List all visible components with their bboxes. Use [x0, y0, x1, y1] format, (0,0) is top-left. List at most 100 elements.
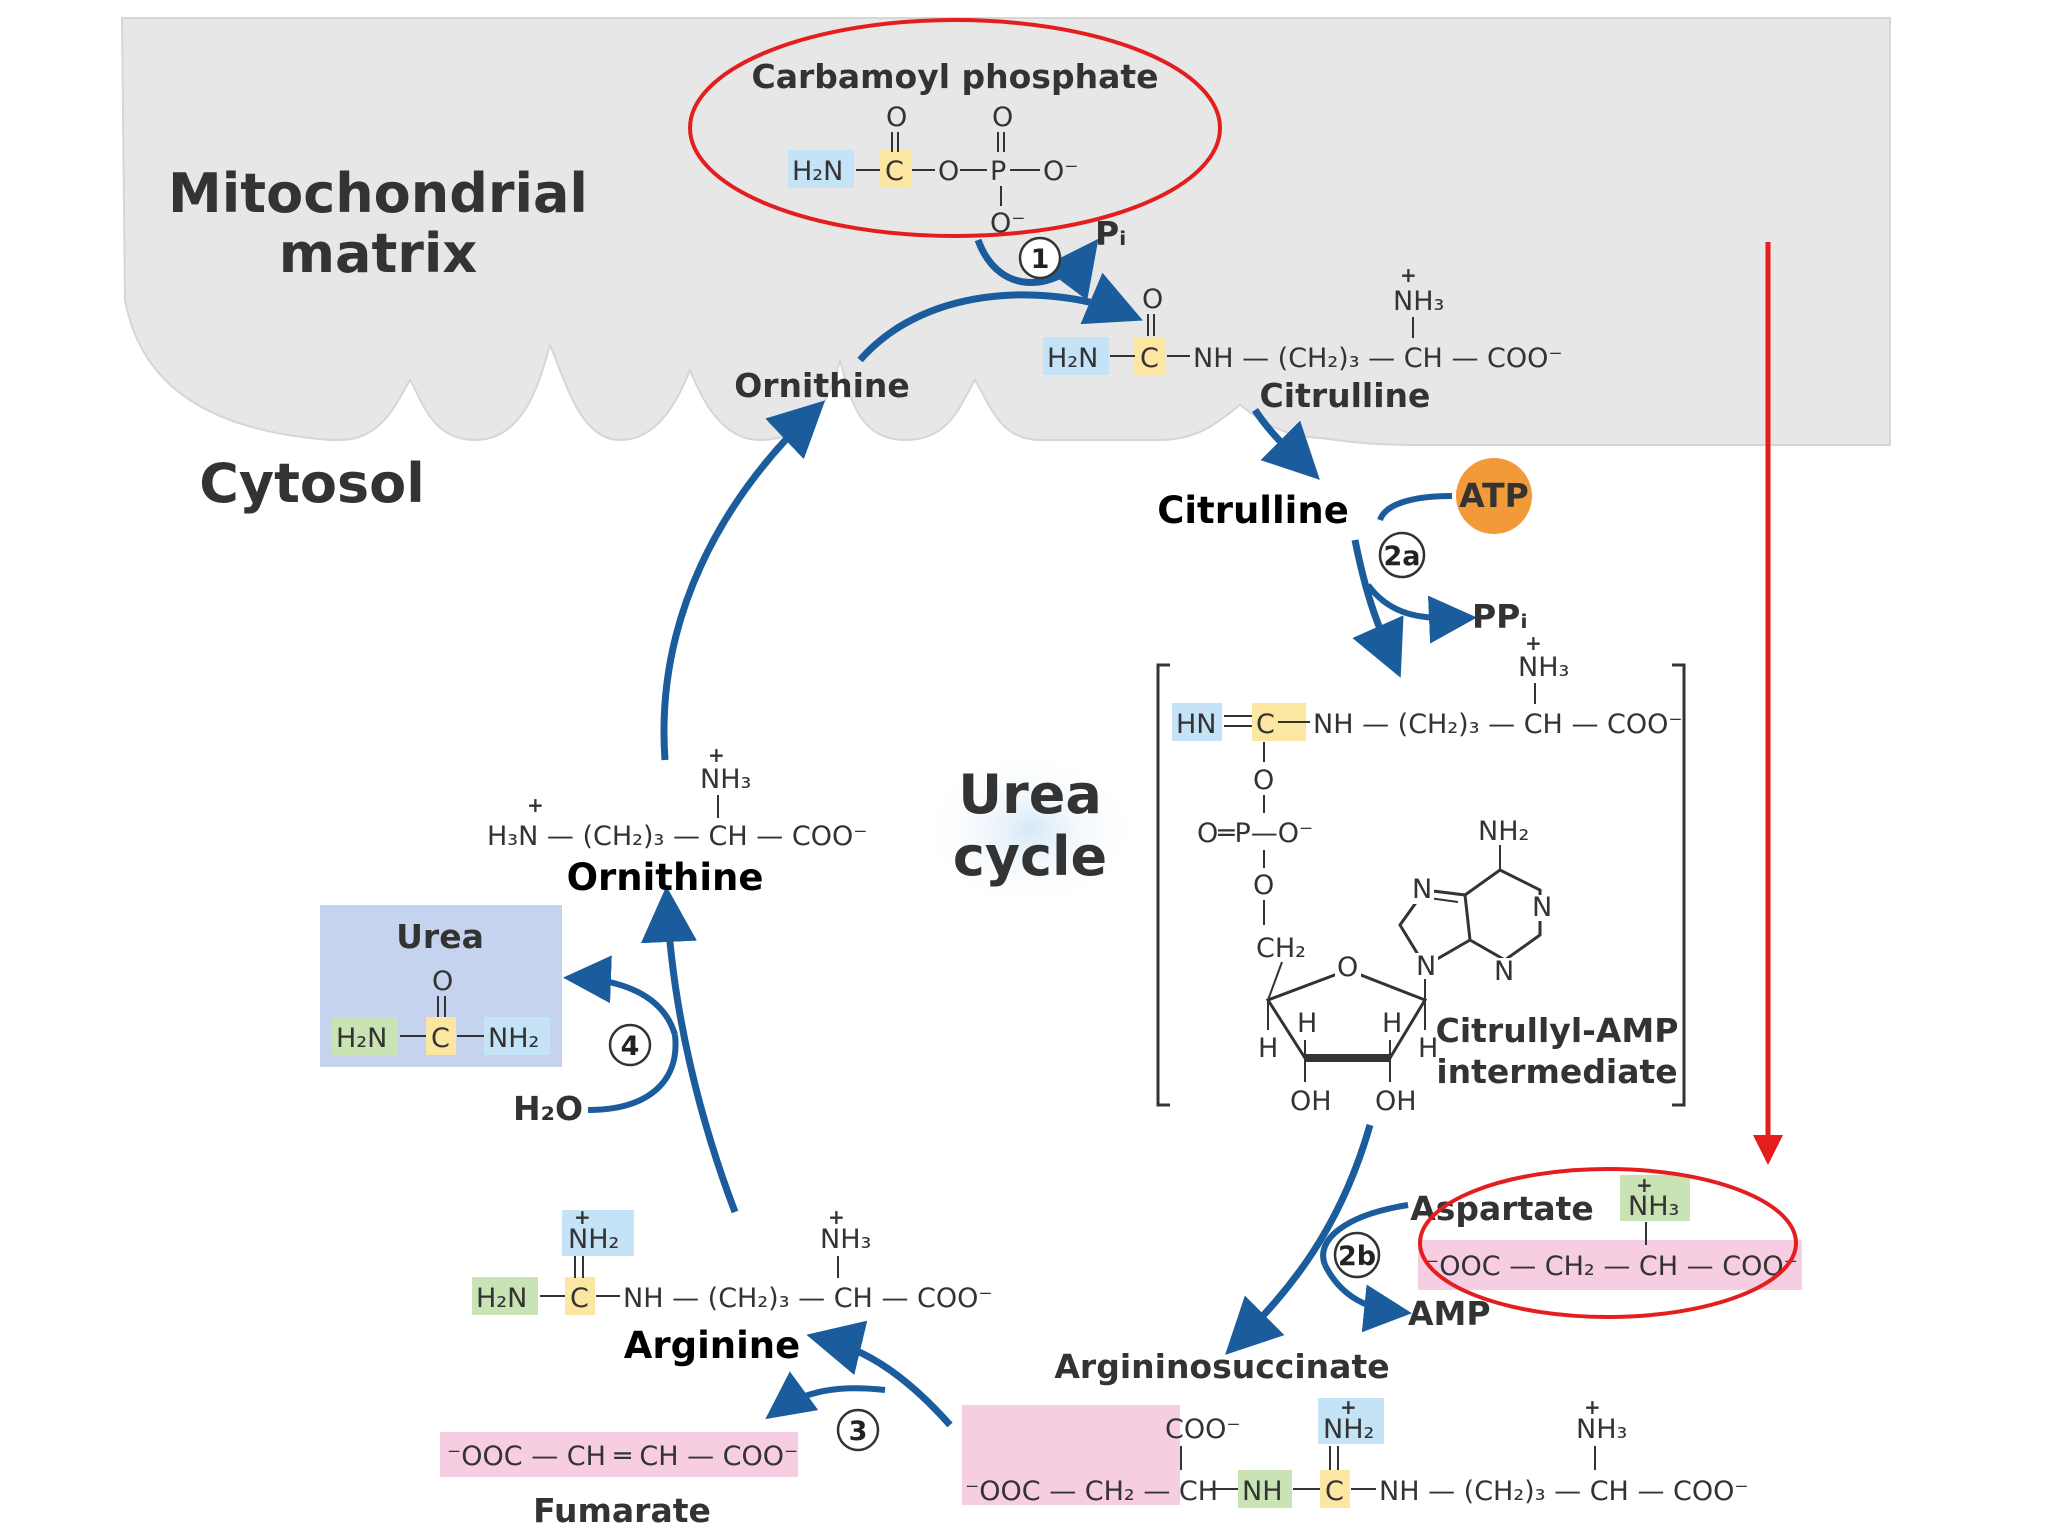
region-cycle-line2: cycle [953, 825, 1107, 888]
citrulline-matrix-label: Citrulline [1260, 376, 1431, 415]
citrulline-to-intermediate-arrow [1351, 539, 1404, 678]
svg-text:+: + [574, 1205, 591, 1229]
atp-input-arrow [1377, 493, 1453, 522]
citrulline-o: O [1142, 284, 1163, 315]
step1-arrow [974, 238, 1099, 301]
svg-text:+: + [527, 793, 544, 817]
intermediate-to-argininosuccinate-arrow [1225, 1124, 1374, 1355]
arginine-chain: NH — (CH₂)₃ — CH — COO⁻ [623, 1283, 993, 1314]
argininosuccinate-right: NH — (CH₂)₃ — CH — COO⁻ [1379, 1476, 1749, 1507]
intermediate-nh3: NH₃ [1518, 652, 1569, 683]
ppi-output-arrow [1365, 583, 1477, 644]
svg-text:+: + [1340, 1395, 1357, 1419]
argininosuccinate-label: Argininosuccinate [1054, 1347, 1389, 1386]
citrulline-cytosol-label: Citrulline [1157, 489, 1349, 532]
urea-h2n: H₂N [336, 1023, 387, 1054]
argininosuccinate-to-arginine-arrow [806, 1320, 953, 1428]
svg-text:+: + [1525, 631, 1542, 655]
region-matrix-line2: matrix [279, 222, 478, 285]
intermediate-hn: HN [1176, 709, 1217, 740]
aspartate-formula: ⁻OOC — CH₂ — CH — COO⁻ [1425, 1251, 1798, 1282]
intermediate-phosphate: O═P—O⁻ [1197, 818, 1313, 849]
svg-text:+: + [1400, 263, 1417, 287]
ribose-oh2: OH [1375, 1086, 1417, 1117]
argininosuccinate-nh2: NH₂ [1323, 1414, 1374, 1445]
argininosuccinate-nh3: NH₃ [1576, 1414, 1627, 1445]
ribose-h3: H [1258, 1033, 1278, 1064]
region-cycle-line1: Urea [958, 763, 1102, 826]
svg-text:+: + [1636, 1173, 1653, 1197]
fumarate-output-arrow [765, 1371, 886, 1420]
atp-label: ATP [1459, 476, 1529, 515]
ppi-label: PPᵢ [1472, 597, 1528, 636]
arginine-to-ornithine-arrow [640, 886, 739, 1214]
urea-label: Urea [396, 917, 484, 956]
urea-o: O [432, 966, 453, 997]
ornithine-to-citrulline-arrow [857, 272, 1143, 363]
arginine-h2n: H₂N [476, 1283, 527, 1314]
citrulline-c: C [1140, 343, 1159, 374]
highlight-carbamoyl-phosphate [688, 18, 1222, 238]
citrulline-transport-arrow [1252, 408, 1320, 480]
carbamoyl-p: P [990, 156, 1006, 187]
arginine-label: Arginine [624, 1324, 801, 1367]
ornithine-transport-arrow [660, 400, 826, 761]
ribose-oh1: OH [1290, 1086, 1332, 1117]
fumarate-formula: ⁻OOC — CH ═ CH — COO⁻ [447, 1441, 798, 1472]
amp-label: AMP [1408, 1294, 1491, 1333]
step-4-number: 4 [621, 1031, 640, 1062]
ornithine-matrix-label: Ornithine [734, 366, 910, 405]
argininosuccinate-c: C [1325, 1476, 1344, 1507]
arginine-c: C [570, 1283, 589, 1314]
adenine-n7: N [1412, 874, 1432, 905]
svg-text:+: + [828, 1205, 845, 1229]
water-input-arrow [587, 1034, 679, 1113]
carbamoyl-o-bridge: O [938, 156, 959, 187]
ribose-o: O [1337, 952, 1358, 983]
atp-badge [1456, 458, 1532, 534]
step-2a-number: 2a [1383, 541, 1420, 572]
intermediate-chain: NH — (CH₂)₃ — CH — COO⁻ [1313, 709, 1683, 740]
urea-c: C [431, 1023, 450, 1054]
ribose-h1: H [1297, 1008, 1317, 1039]
ribose-h2: H [1382, 1008, 1402, 1039]
pi-label: Pᵢ [1095, 214, 1126, 253]
water-label: H₂O [513, 1089, 583, 1128]
step-1-number: 1 [1031, 244, 1050, 275]
adenine-n1: N [1532, 892, 1552, 923]
step-2b-number: 2b [1338, 1241, 1376, 1272]
amp-output-arrow [1322, 1263, 1412, 1333]
citrulline-h2n: H₂N [1047, 343, 1098, 374]
carbamoyl-c: C [885, 156, 904, 187]
svg-text:+: + [708, 743, 725, 767]
aspartate-nh3: NH₃ [1628, 1191, 1679, 1222]
adenine-nh2: NH₂ [1478, 816, 1529, 847]
arginine-nh3: NH₃ [820, 1224, 871, 1255]
citrulline-chain: NH — (CH₂)₃ — CH — COO⁻ [1193, 343, 1563, 374]
ribose-h4: H [1418, 1033, 1438, 1064]
intermediate-label-1: Citrullyl-AMP [1436, 1011, 1679, 1050]
region-matrix-line1: Mitochondrial [168, 162, 588, 225]
intermediate-ch2: CH₂ [1256, 933, 1306, 964]
ribose-ring [1265, 968, 1428, 1060]
urea-output-arrow [563, 955, 678, 1036]
intermediate-o1: O [1253, 765, 1274, 796]
aspartate-input-arrow [1320, 1202, 1409, 1267]
intermediate-c: C [1256, 709, 1275, 740]
carbamoyl-o-top: O [886, 102, 907, 133]
ornithine-nh3: NH₃ [700, 764, 751, 795]
aspartate-label: Aspartate [1410, 1189, 1594, 1228]
step-3-number: 3 [849, 1416, 868, 1447]
argininosuccinate-nh: NH [1242, 1476, 1283, 1507]
carbamoyl-h2n: H₂N [792, 156, 843, 187]
arginine-nh2-top: NH₂ [568, 1224, 619, 1255]
intermediate-o2: O [1253, 870, 1274, 901]
carbamoyl-o-minus-right: O⁻ [1043, 156, 1079, 187]
ornithine-cytosol-label: Ornithine [567, 856, 764, 899]
argininosuccinate-coo: COO⁻ [1165, 1414, 1241, 1445]
svg-text:+: + [1584, 1395, 1601, 1419]
carbamoyl-p-o-top: O [992, 102, 1013, 133]
carbamoyl-phosphate-label: Carbamoyl phosphate [752, 57, 1159, 96]
region-cytosol: Cytosol [199, 452, 425, 515]
